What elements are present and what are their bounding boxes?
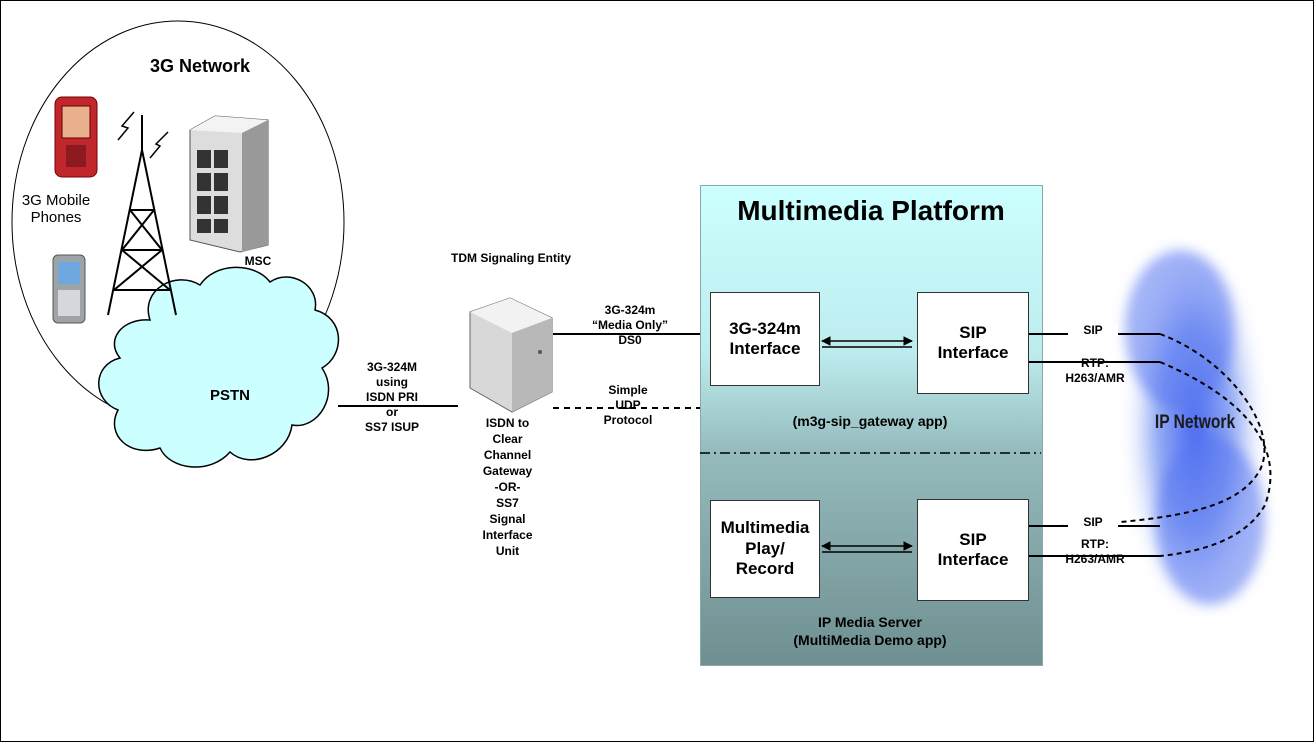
tdm-title: TDM Signaling Entity xyxy=(451,251,571,265)
sip-label-bottom: SIP xyxy=(1068,515,1118,530)
3g-324m-interface-box: 3G-324m Interface xyxy=(710,292,820,386)
tdm-device-icon xyxy=(469,297,553,413)
cell-tower-icon xyxy=(107,111,177,316)
ip-network-label: IP Network xyxy=(1154,412,1236,433)
ip-link-curve xyxy=(1159,361,1272,557)
rtp-label-bottom: RTP: H263/AMR xyxy=(1065,537,1125,566)
pstn-cloud xyxy=(98,266,340,468)
multimedia-play-record-box: Multimedia Play/ Record xyxy=(710,500,820,598)
rtp-label-top: RTP: H263/AMR xyxy=(1065,356,1125,385)
sip-interface-box-top: SIP Interface xyxy=(917,292,1029,394)
media-server-label: IP Media Server (MultiMedia Demo app) xyxy=(793,614,947,648)
ip-network-cloud xyxy=(1125,245,1265,615)
sip-label-top: SIP xyxy=(1068,323,1118,338)
msc-label: MSC xyxy=(244,254,272,268)
pstn-label: PSTN xyxy=(209,387,250,404)
platform-title: Multimedia Platform xyxy=(737,195,1005,226)
ip-link-curve xyxy=(1059,333,1266,527)
gateway-app-label: (m3g-sip_gateway app) xyxy=(792,413,948,429)
msc-server-icon xyxy=(189,115,269,253)
3g-network-title: 3G Network xyxy=(149,56,251,76)
mobile-phone-icon xyxy=(52,254,86,324)
pstn-link-label: 3G-324M using ISDN PRI or SS7 ISUP xyxy=(364,360,420,434)
mobile-phone-icon xyxy=(54,96,98,178)
sip-interface-box-bottom: SIP Interface xyxy=(917,499,1029,601)
3g-phones-label: 3G Mobile Phones xyxy=(21,192,91,226)
udp-link-label: Simple UDP Protocol xyxy=(603,383,653,427)
tdm-description: ISDN to Clear Channel Gateway -OR- SS7 S… xyxy=(482,416,533,558)
media-only-link-label: 3G-324m “Media Only” DS0 xyxy=(591,303,668,347)
